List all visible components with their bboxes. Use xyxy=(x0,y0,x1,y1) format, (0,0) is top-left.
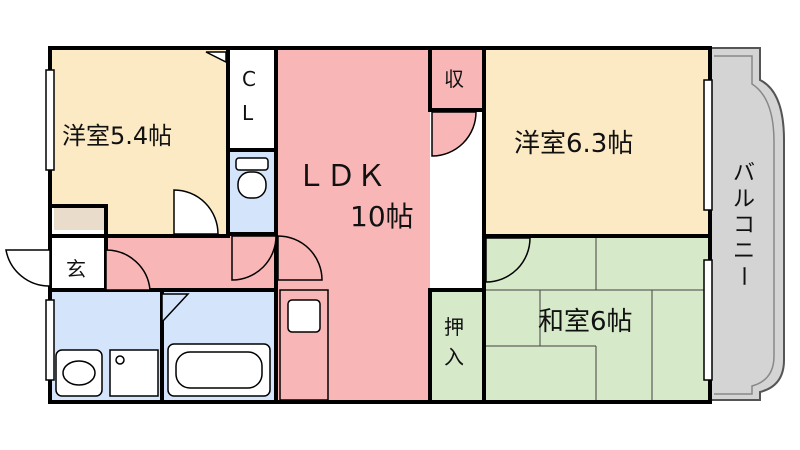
entrance-step xyxy=(54,206,106,230)
japanese-room-label: 和室6帖 xyxy=(538,307,633,337)
tatami-lines xyxy=(484,236,708,400)
balcony-label-char: コ xyxy=(733,213,755,238)
balcony-label-char: ル xyxy=(733,187,755,212)
ldk-label: ＬＤＫ xyxy=(296,159,386,194)
bathtub xyxy=(167,343,271,397)
western-room-2-label: 洋室6.3帖 xyxy=(514,129,633,159)
closet-c-label: C xyxy=(242,67,256,91)
wash-basin xyxy=(55,349,159,397)
ldk-size-label: 10帖 xyxy=(350,200,414,233)
balcony-label-char: ー xyxy=(730,265,755,287)
oshiire-label-2: 入 xyxy=(444,345,464,369)
door-swings xyxy=(5,51,531,324)
oshiire-floor xyxy=(430,290,484,400)
balcony-rail xyxy=(714,55,775,395)
storage-floor xyxy=(430,50,484,110)
windows xyxy=(45,69,713,381)
entrance-label: 玄 xyxy=(66,257,86,281)
walls xyxy=(48,46,712,404)
closet-l-label: L xyxy=(242,101,254,125)
closet-floor xyxy=(228,50,276,150)
balcony-area xyxy=(707,47,785,401)
western-room-2-floor xyxy=(484,50,708,236)
western-room-1-label: 洋室5.4帖 xyxy=(62,122,172,150)
kitchen-sink xyxy=(279,289,329,401)
storage-label: 収 xyxy=(444,67,464,91)
balcony-label-char: バ xyxy=(733,161,755,186)
oshiire-label-1: 押 xyxy=(444,315,464,339)
balcony-label-char: ニ xyxy=(733,239,755,264)
toilet xyxy=(235,157,269,199)
